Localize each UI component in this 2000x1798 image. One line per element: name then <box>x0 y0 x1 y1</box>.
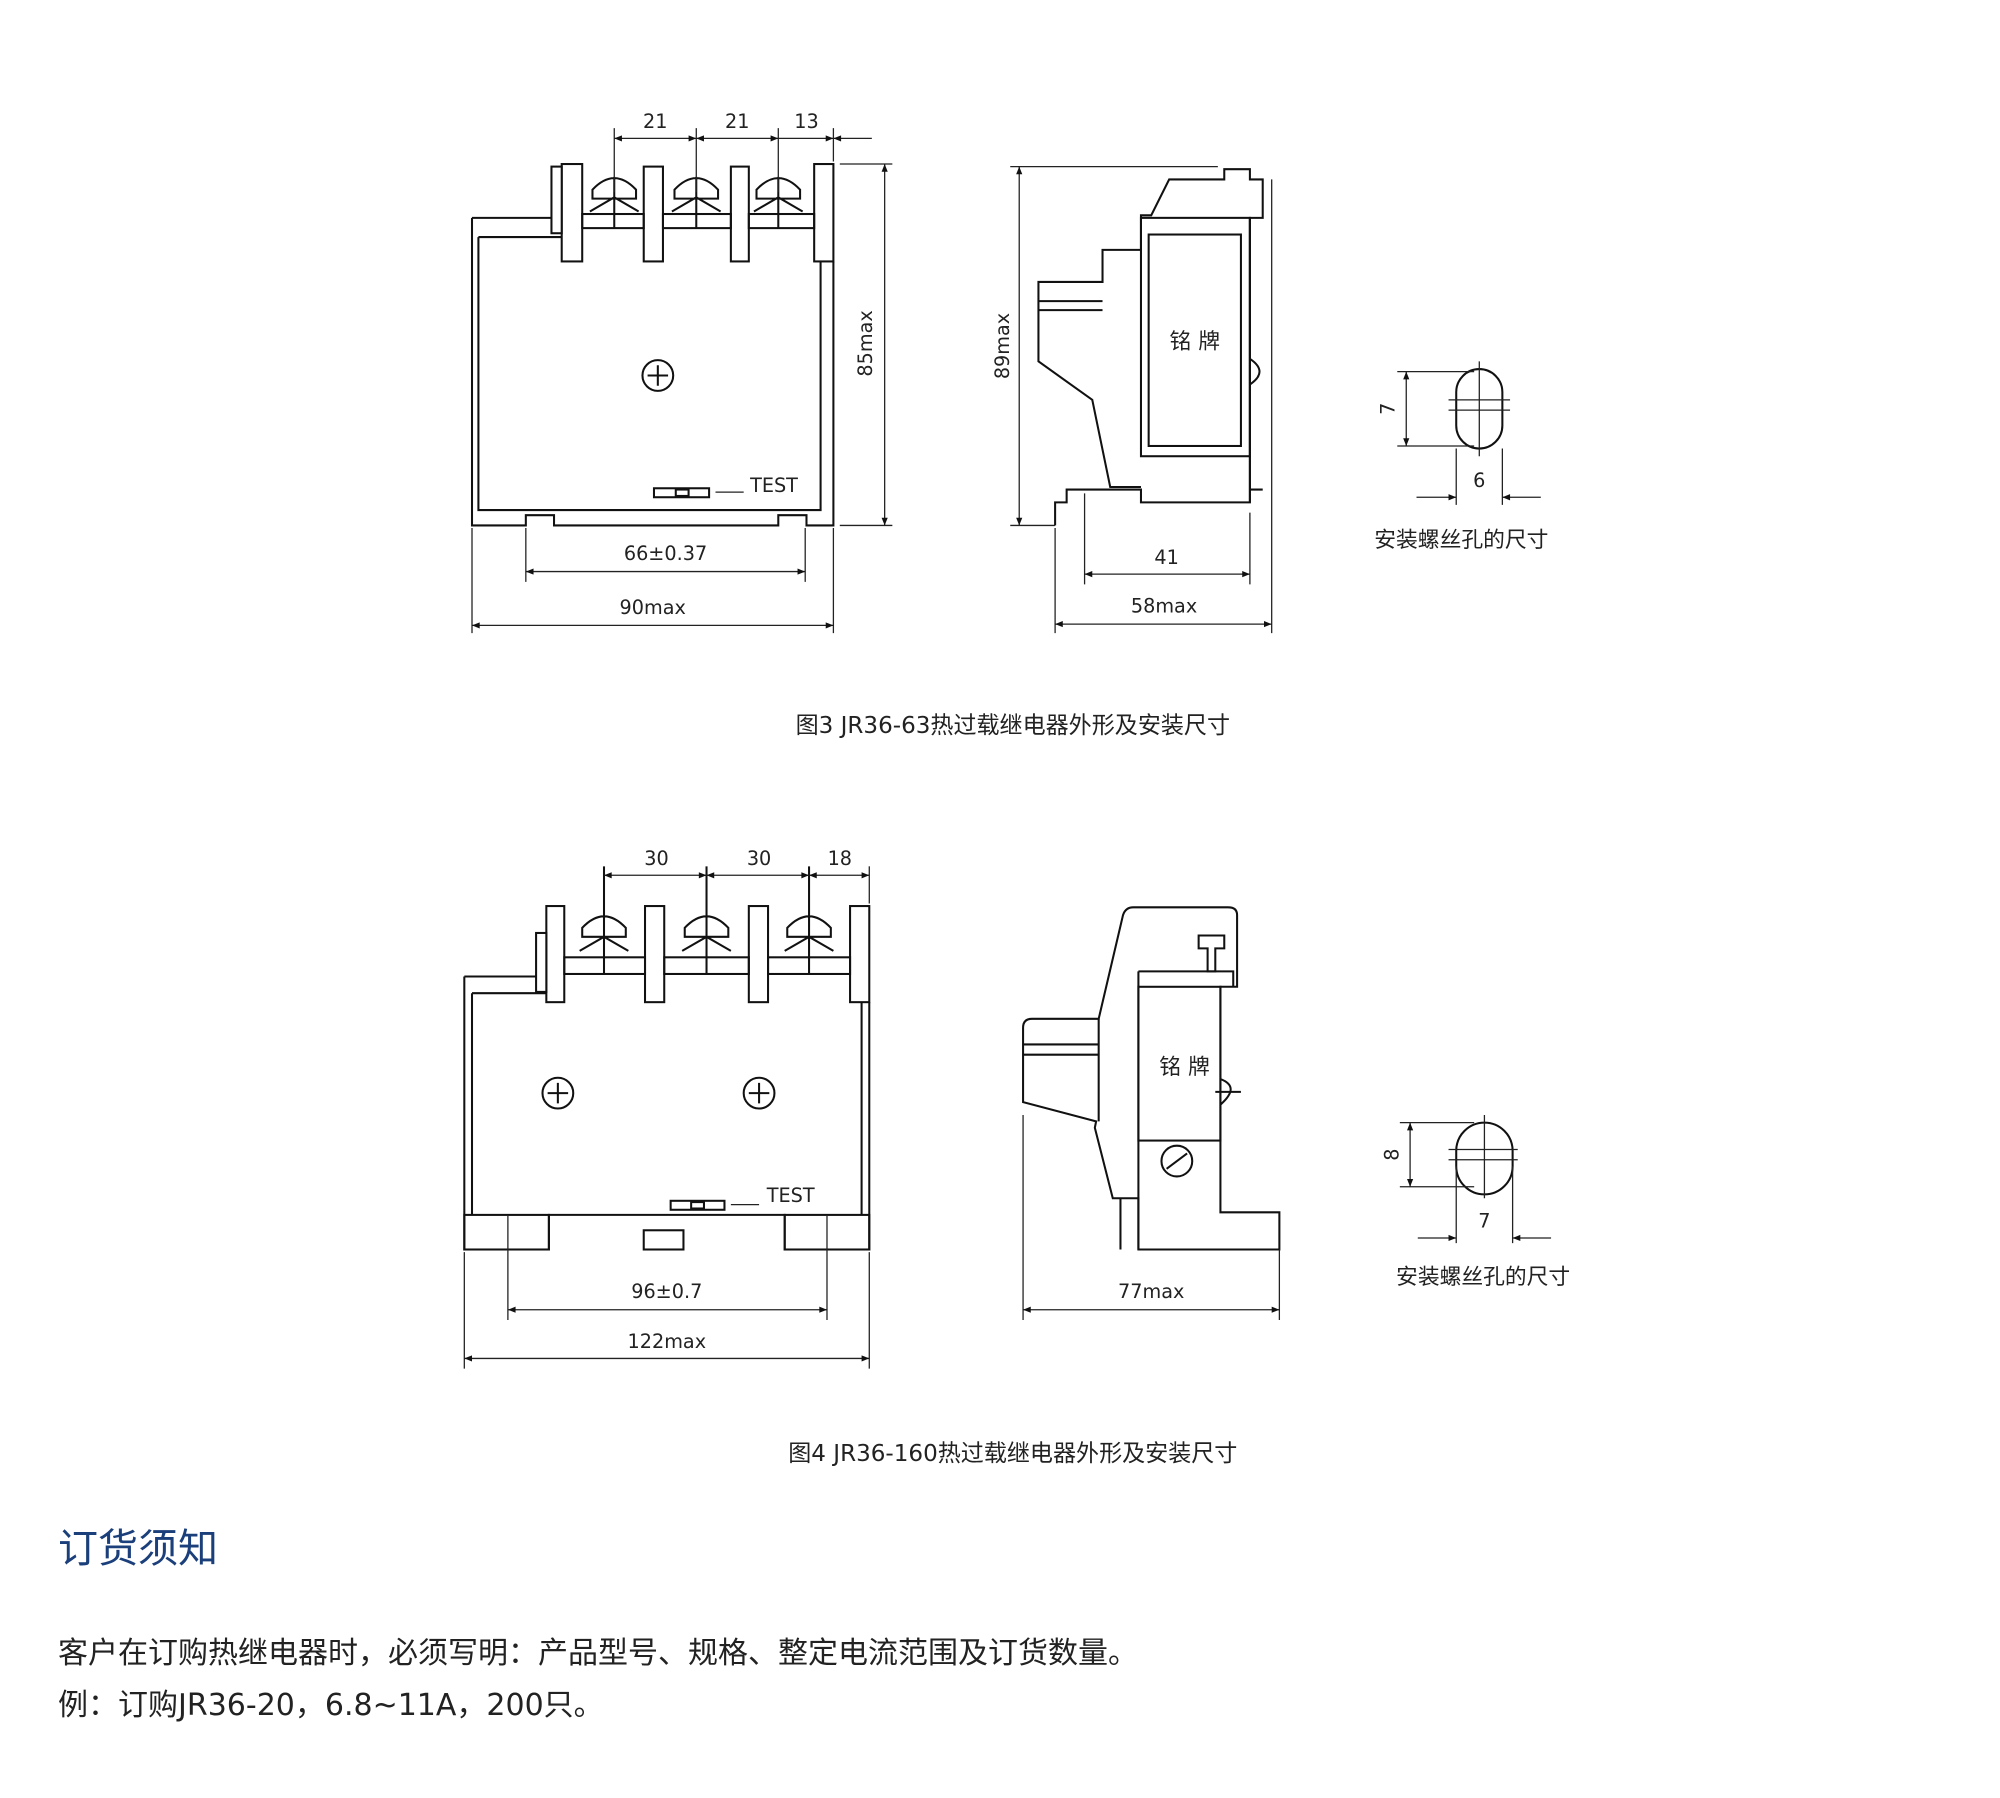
dim-30-a: 30 <box>644 847 668 870</box>
dim-hole-8: 8 <box>1381 1149 1404 1161</box>
test-label: TEST <box>749 474 798 497</box>
hole-caption: 安装螺丝孔的尺寸 <box>1396 1265 1570 1290</box>
terminal-screws <box>589 176 804 229</box>
dim-hole-7: 7 <box>1478 1210 1490 1233</box>
dim-89max: 89max <box>991 313 1014 379</box>
adjust-dial-icon <box>1160 1144 1194 1178</box>
dim-hole-6: 6 <box>1473 469 1485 492</box>
ordering-instruction: 客户在订购热继电器时，必须写明：产品型号、规格、整定电流范围及订货数量。 <box>58 1636 1138 1671</box>
dim-13: 13 <box>794 110 818 133</box>
ordering-example: 例：订购JR36-20，6.8~11A，200只。 <box>58 1688 604 1723</box>
fig3-front-view: TEST 21 21 13 85max 66±0.37 90max <box>470 110 893 634</box>
dim-21-b: 21 <box>725 110 749 133</box>
fig3-side-view: 铭 牌 89max 41 58max <box>991 165 1273 634</box>
nameplate-label: 铭 牌 <box>1170 330 1220 355</box>
dim-66: 66±0.37 <box>624 542 707 565</box>
dim-18: 18 <box>828 847 852 870</box>
figure3-caption: 图3 JR36-63热过载继电器外形及安装尺寸 <box>796 713 1230 739</box>
figure4-caption: 图4 JR36-160热过载继电器外形及安装尺寸 <box>788 1441 1237 1467</box>
dim-21-a: 21 <box>643 110 667 133</box>
mounting-screw-icon <box>541 1076 776 1110</box>
dim-96: 96±0.7 <box>631 1280 702 1303</box>
dim-58max: 58max <box>1131 595 1197 618</box>
dim-hole-7: 7 <box>1377 403 1400 415</box>
ordering-heading: 订货须知 <box>58 1526 218 1572</box>
dim-41: 41 <box>1154 546 1178 569</box>
dim-30-b: 30 <box>747 847 771 870</box>
hole-caption: 安装螺丝孔的尺寸 <box>1374 528 1548 553</box>
nameplate-label: 铭 牌 <box>1159 1055 1209 1080</box>
fig4-hole-detail: 8 7 安装螺丝孔的尺寸 <box>1381 1114 1570 1290</box>
dim-90max: 90max <box>620 596 686 619</box>
dim-85max: 85max <box>854 310 877 376</box>
fig4-side-view: 铭 牌 77max <box>1022 906 1281 1320</box>
terminal-screws <box>579 866 834 974</box>
test-label: TEST <box>766 1184 815 1207</box>
mounting-screw-icon <box>641 359 675 392</box>
fig4-front-view: TEST 30 30 18 96±0.7 122max <box>463 847 871 1369</box>
fig3-hole-detail: 7 6 安装螺丝孔的尺寸 <box>1374 361 1548 553</box>
dim-122max: 122max <box>628 1330 707 1353</box>
dim-77max: 77max <box>1118 1280 1184 1303</box>
